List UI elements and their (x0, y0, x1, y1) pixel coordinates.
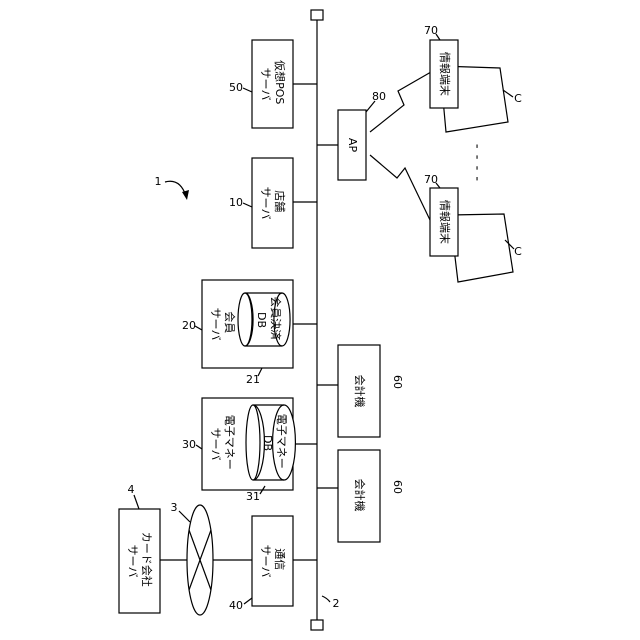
info-terminal-bottom-ref: 70 (424, 173, 438, 186)
info-terminal-bottom: 情報端末 70 C (424, 173, 522, 282)
system-ref-number: 1 (155, 175, 162, 188)
store-server: 店舗 サーバ 10 (229, 158, 317, 248)
member-payment-db: 会員決済 DB (238, 293, 290, 346)
card-company-server: カード会社 サーバ 4 (119, 483, 160, 613)
virtual-pos-server: 仮想POS サーバ 50 (229, 40, 317, 128)
checkout-machine-1-label: 会計機 (353, 375, 367, 408)
card-company-server-ref: 4 (128, 483, 135, 496)
hand-top-ref: C (514, 92, 522, 105)
info-terminal-top: 情報端末 70 C (424, 24, 522, 132)
hand-bottom-ref: C (514, 245, 522, 258)
checkout-machine-1: 会計機 60 (317, 345, 404, 437)
info-terminal-top-label: 情報端末 (438, 52, 452, 96)
system-ref-arrow (165, 181, 186, 196)
checkout-machine-2-label: 会計機 (353, 479, 367, 512)
access-point-ref: 80 (372, 90, 386, 103)
emoney-db: 電子マネー DB (246, 405, 295, 480)
member-server-label: 会員 サーバ (209, 308, 236, 341)
system-ref-arrowhead (182, 190, 189, 200)
bus-ref-number: 2 (333, 597, 340, 610)
member-server: 会員 サーバ 会員決済 DB 20 21 (182, 280, 317, 386)
checkout-machine-1-ref: 60 (391, 375, 404, 389)
comm-server: 通信 サーバ 40 (229, 516, 317, 612)
external-network: 3 (160, 501, 252, 615)
store-server-ref: 10 (229, 196, 243, 209)
bus-terminator-top (311, 10, 323, 20)
access-point: AP 80 (317, 90, 386, 180)
more-terminals-ellipsis: - - - - (470, 144, 485, 182)
access-point-label: AP (346, 138, 359, 153)
emoney-db-ref: 31 (246, 490, 260, 503)
comm-server-label: 通信 サーバ (259, 545, 286, 578)
bus-ref-leader (322, 596, 330, 602)
info-terminal-bottom-label: 情報端末 (438, 200, 452, 244)
comm-server-ref: 40 (229, 599, 243, 612)
hand-bottom (450, 214, 513, 282)
bus-terminator-bottom (311, 620, 323, 630)
info-terminal-top-ref: 70 (424, 24, 438, 37)
checkout-machine-2: 会計機 60 (317, 450, 404, 542)
virtual-pos-server-ref: 50 (229, 81, 243, 94)
emoney-server: 電子マネー サーバ 電子マネー DB 30 31 (182, 398, 317, 503)
emoney-server-ref: 30 (182, 438, 196, 451)
wireless-link-bottom (370, 155, 430, 220)
checkout-machine-2-ref: 60 (391, 480, 404, 494)
member-server-ref: 20 (182, 319, 196, 332)
external-network-ref: 3 (171, 501, 178, 514)
